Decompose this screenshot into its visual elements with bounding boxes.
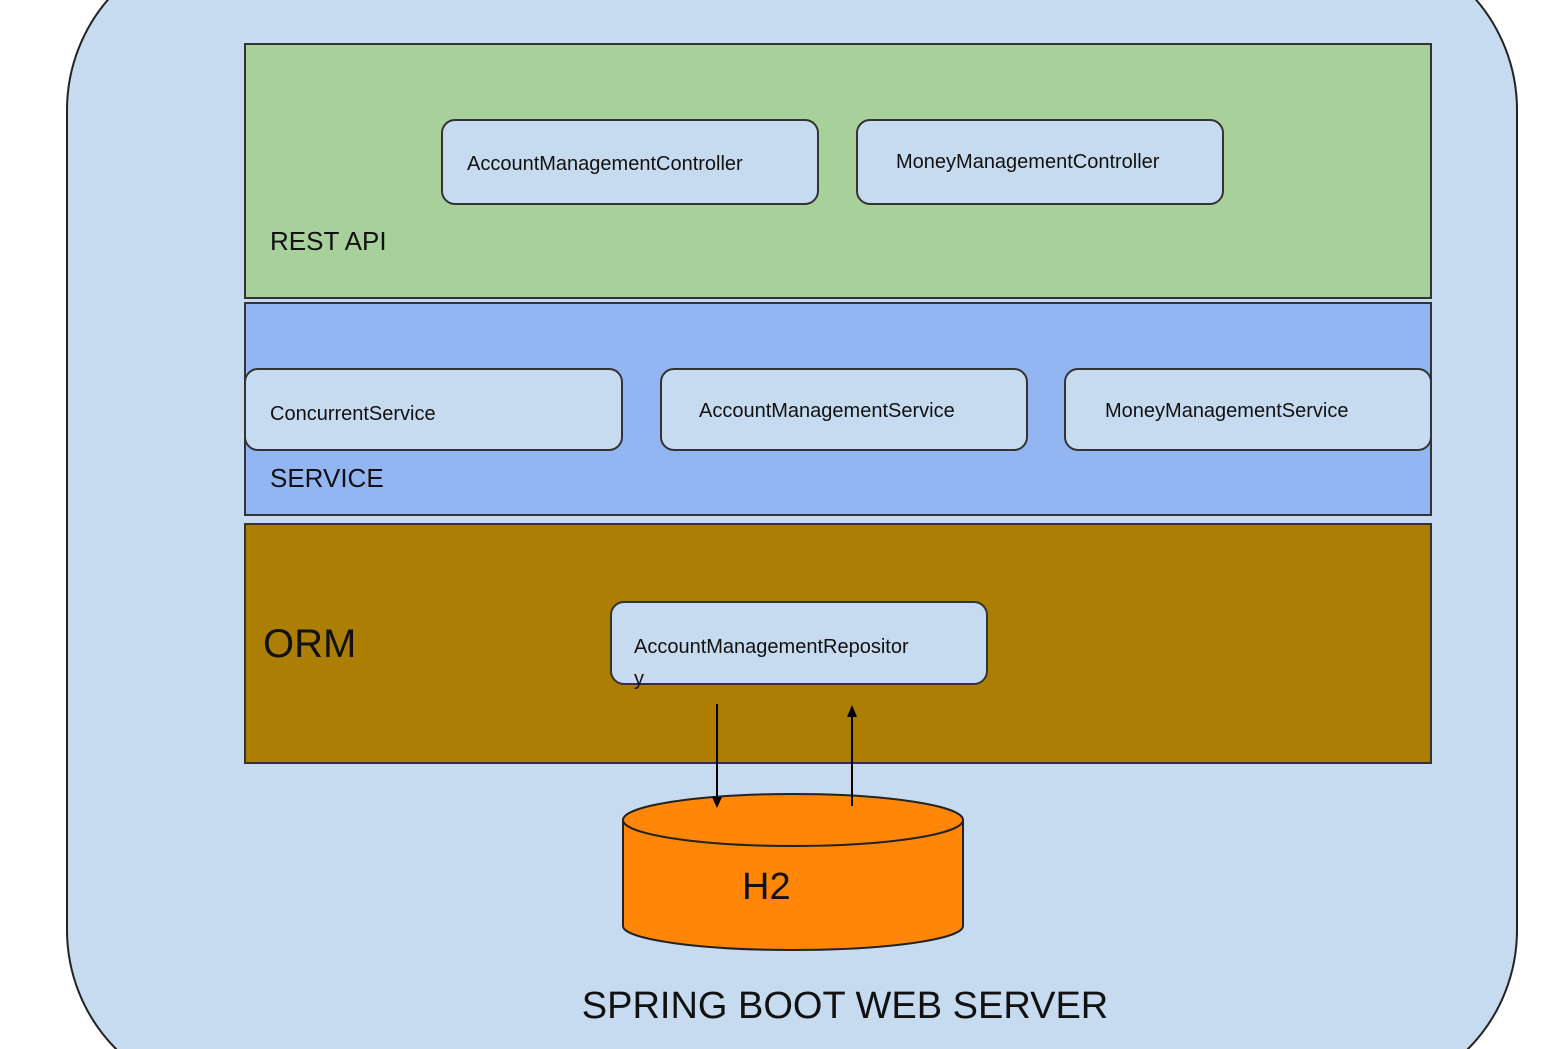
orm-layer-label: ORM — [263, 622, 357, 666]
money-management-service-box: MoneyManagementService — [1064, 368, 1432, 451]
account-management-service-label: AccountManagementService — [699, 400, 955, 422]
account-management-repository-label-line2: y — [634, 668, 644, 690]
rest-api-layer-label: REST API — [270, 226, 387, 256]
database-to-repository-arrowhead — [847, 705, 857, 717]
concurrent-service-box: ConcurrentService — [244, 368, 623, 451]
spring-boot-server-label: SPRING BOOT WEB SERVER — [581, 985, 1109, 1027]
account-management-service-box: AccountManagementService — [660, 368, 1028, 451]
account-management-controller-label: AccountManagementController — [467, 153, 743, 175]
h2-database-label: H2 — [742, 866, 791, 908]
money-management-controller-box: MoneyManagementController — [856, 119, 1224, 205]
account-management-repository-box: AccountManagementRepositor y — [610, 601, 988, 690]
repository-to-database-arrowhead — [712, 797, 722, 808]
service-layer-label: SERVICE — [270, 463, 384, 493]
account-management-controller-box: AccountManagementController — [441, 119, 819, 205]
money-management-controller-label: MoneyManagementController — [896, 151, 1160, 173]
money-management-service-label: MoneyManagementService — [1105, 400, 1349, 422]
concurrent-service-label: ConcurrentService — [270, 403, 436, 425]
h2-database-cylinder — [622, 793, 964, 951]
account-management-repository-label-line1: AccountManagementRepositor — [634, 636, 909, 658]
